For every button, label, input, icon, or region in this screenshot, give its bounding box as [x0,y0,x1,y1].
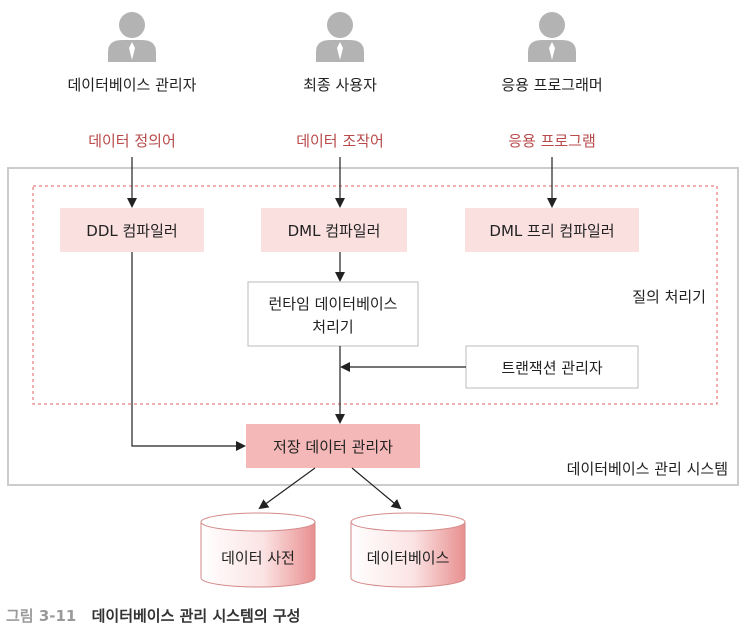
user-icon [316,12,364,62]
user-icon [108,12,156,62]
dml-compiler-label: DML 컴파일러 [288,222,381,240]
runtime-processor-label-line2: 처리기 [312,318,353,336]
arrow-to-data-dictionary [258,467,316,510]
dml-precompiler-box [465,208,639,252]
dml-precompiler-label: DML 프리 컴파일러 [489,222,614,240]
ddl-compiler-box [60,208,204,252]
language-label-program: 응용 프로그램 [508,132,596,150]
database-cylinder [350,512,466,588]
caption-title: 데이터베이스 관리 시스템의 구성 [92,607,301,625]
data-dictionary-label: 데이터 사전 [221,549,295,567]
caption: 그림 3-11 데이터베이스 관리 시스템의 구성 [6,607,300,625]
language-label-dml: 데이터 조작어 [296,132,384,150]
user-label-dba: 데이터베이스 관리자 [68,76,197,94]
transaction-manager-label: 트랜잭션 관리자 [501,359,603,377]
user-label-programmer: 응용 프로그래머 [501,76,602,94]
arrow-to-database [351,467,402,510]
user-icon [528,12,576,62]
arrow-ddl-to-storage [131,252,246,451]
runtime-processor-label-line1: 런타임 데이터베이스 [269,295,398,313]
language-label-ddl: 데이터 정의어 [88,132,176,150]
user-label-end-user: 최종 사용자 [303,76,377,94]
query-processor-region [32,185,718,405]
query-processor-label: 질의 처리기 [632,288,706,306]
caption-number: 그림 3-11 [6,607,76,625]
ddl-compiler-label: DDL 컴파일러 [86,222,177,240]
storage-manager-box [246,424,420,468]
database-label: 데이터베이스 [367,549,450,567]
dbms-label: 데이터베이스 관리 시스템 [567,460,728,478]
data-dictionary-cylinder [200,512,316,588]
dml-compiler-box [261,208,407,252]
runtime-processor-box [247,281,419,347]
storage-manager-label: 저장 데이터 관리자 [273,438,393,456]
